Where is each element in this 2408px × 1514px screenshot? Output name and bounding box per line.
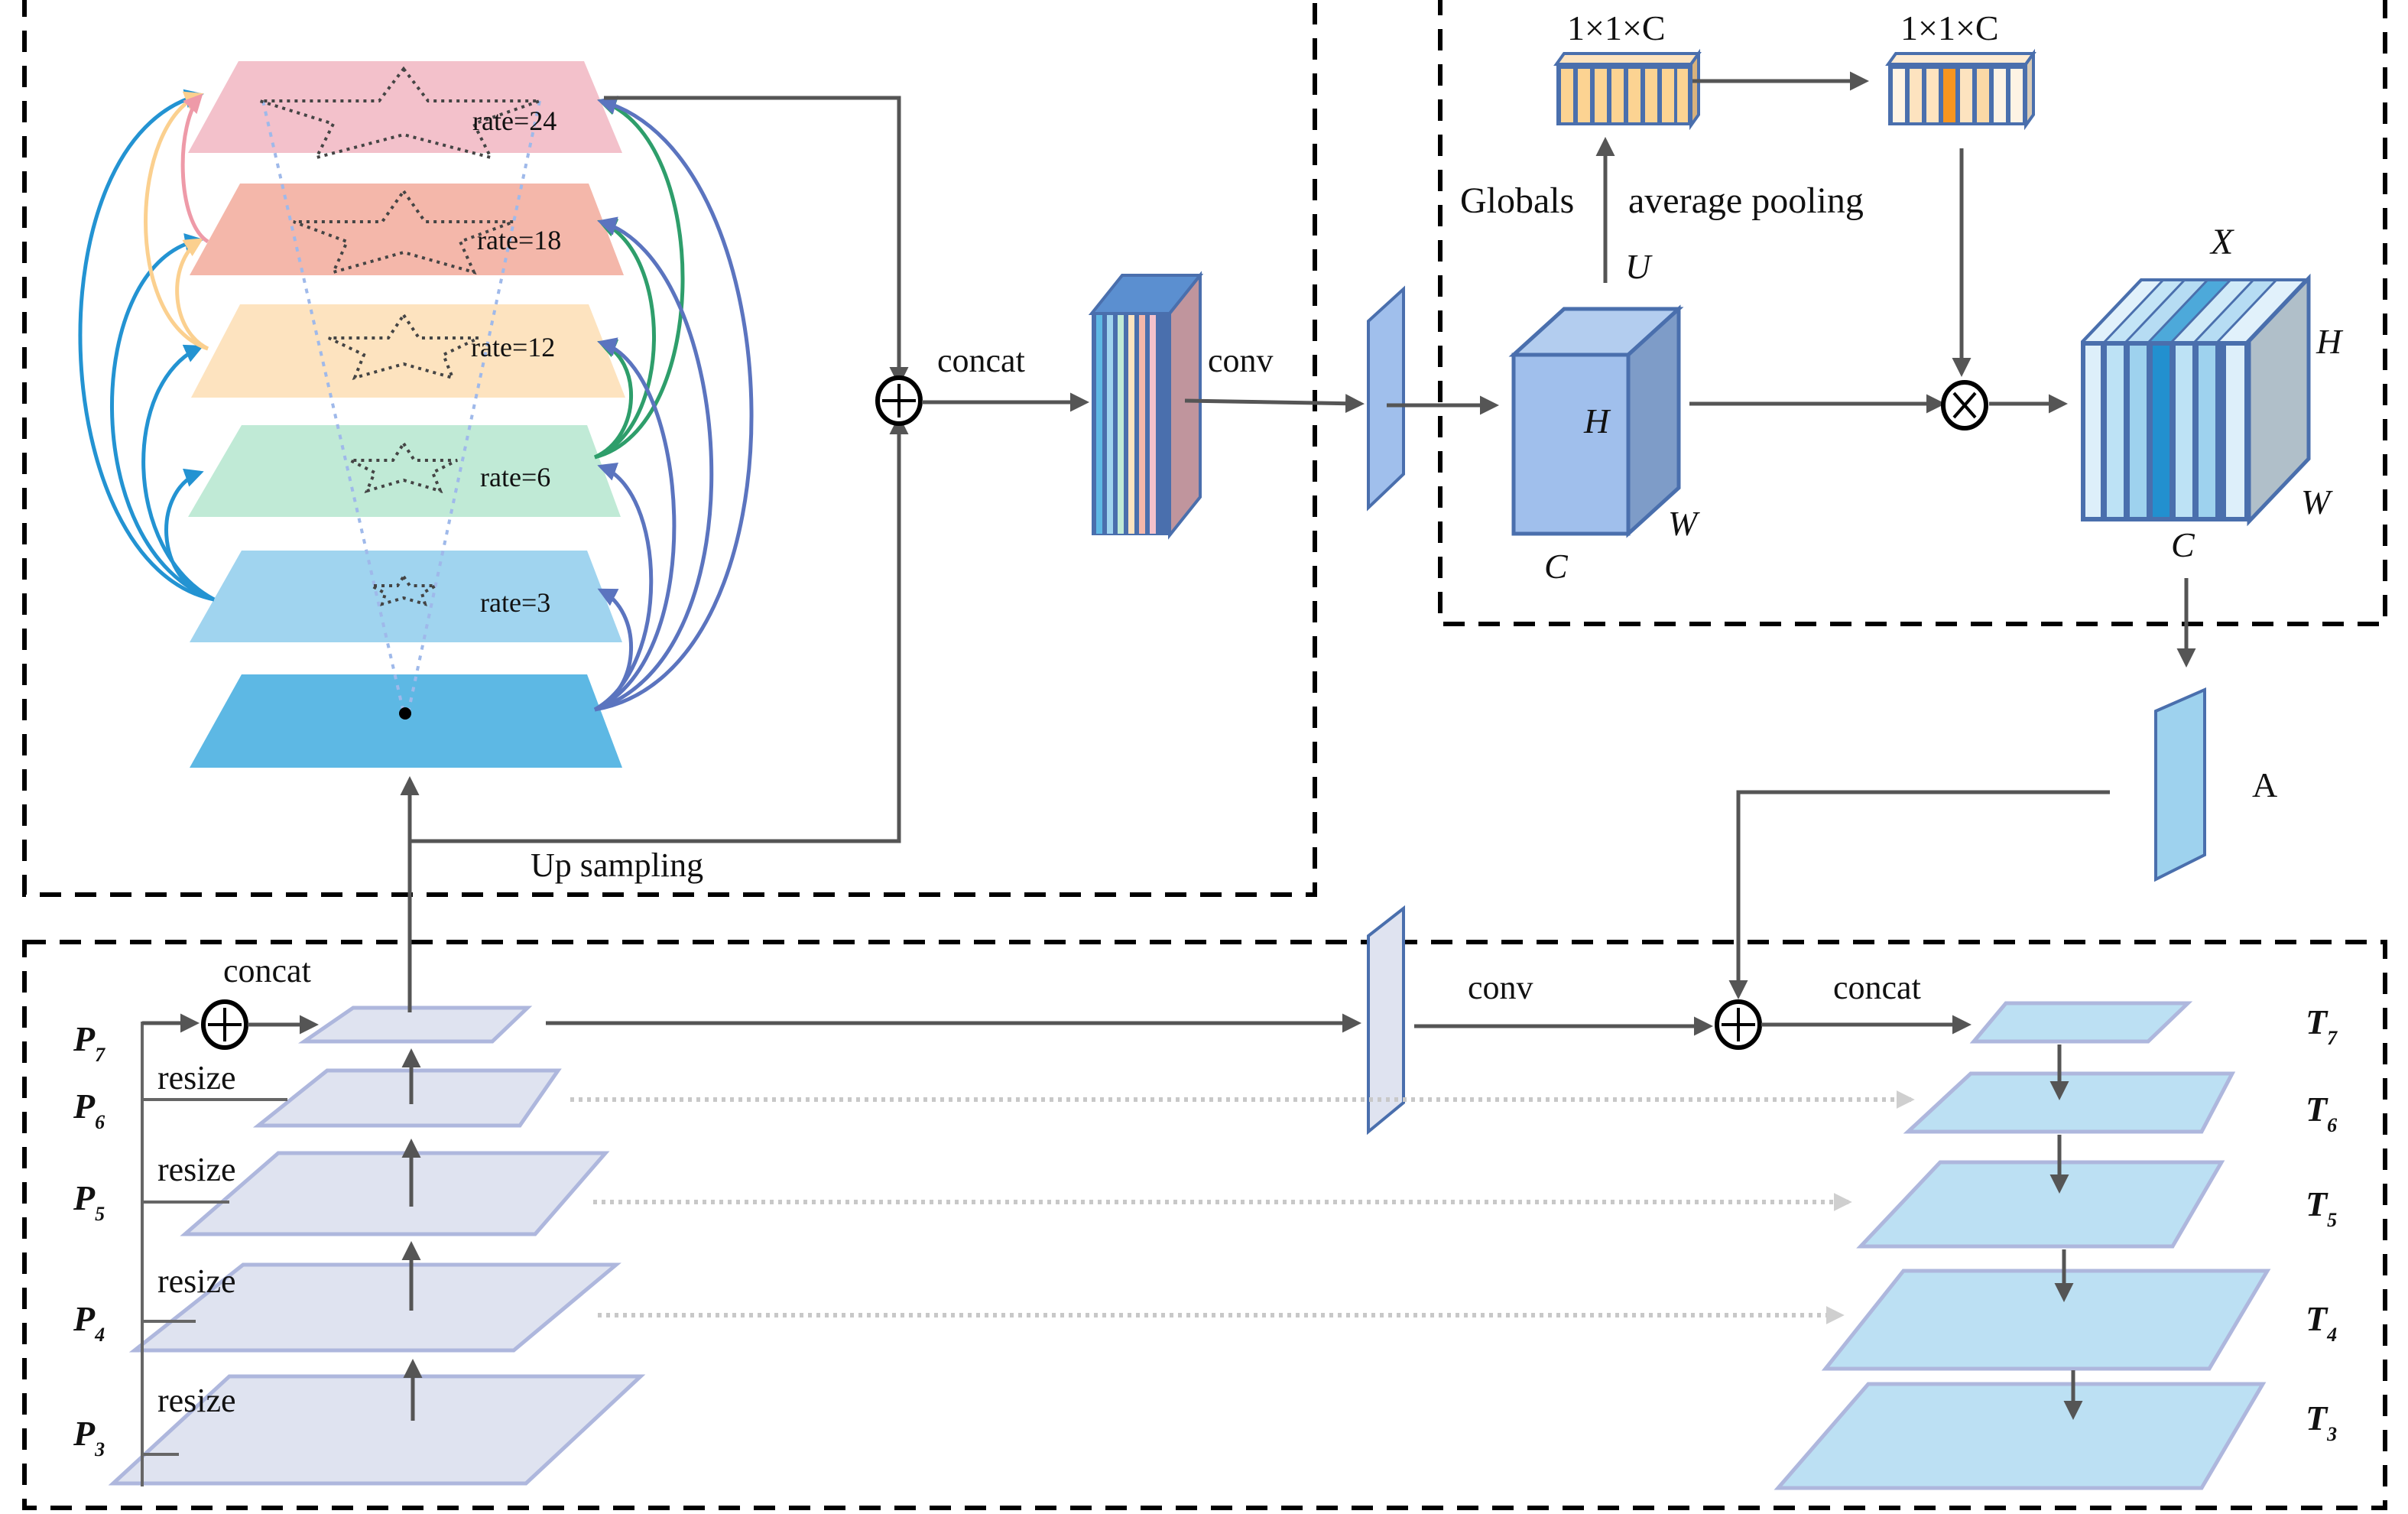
feature-cube-u xyxy=(1508,304,1684,538)
vector-2-label: 1×1×C xyxy=(1900,8,1999,47)
star-rate-6 xyxy=(349,440,458,494)
fusion-concat-operator-left xyxy=(201,999,248,1050)
aspp-top-to-concat-line xyxy=(604,96,909,386)
star-rate-24 xyxy=(259,66,540,161)
channel-vector-weighted xyxy=(1885,48,2036,131)
input-label-p4: P4 xyxy=(73,1299,105,1346)
arc-left-12-to-24 xyxy=(144,91,209,351)
output-labels: T7 T6 T5 T4 T3 xyxy=(2306,1002,2338,1445)
input-label-p7: P7 xyxy=(73,1019,105,1066)
a-to-fusion-concat-line xyxy=(1728,790,2110,999)
input-plane-p6 xyxy=(252,1068,562,1128)
star-rate-18 xyxy=(293,188,514,275)
input-plane-p3 xyxy=(108,1374,646,1486)
fusion-concat-label-right: concat xyxy=(1833,969,1921,1006)
vector-1-label: 1×1×C xyxy=(1567,8,1666,47)
input-plane-p7 xyxy=(297,1006,533,1044)
aspp-layer-rate-18 xyxy=(190,184,624,275)
input-label-p3: P3 xyxy=(73,1414,105,1460)
stack-to-conv-plane-line xyxy=(1184,394,1365,414)
aspp-layer-rate-3 xyxy=(190,551,622,642)
arc-left-12-to-18 xyxy=(175,238,209,351)
fusion-concat-label-left: concat xyxy=(223,952,311,989)
resize-label-4: resize xyxy=(157,1382,236,1419)
pooling-label-left: Globals xyxy=(1460,180,1574,221)
rate-label-6: rate=6 xyxy=(480,462,550,492)
cube-u-c-label: C xyxy=(1544,547,1569,586)
rate-label-24: rate=24 xyxy=(472,106,557,136)
output-plane-t7 xyxy=(1969,1001,2193,1044)
output-plane-t4 xyxy=(1821,1269,2271,1371)
arc-right-base-to-24 xyxy=(594,96,754,712)
output-plane-t6 xyxy=(1903,1071,2236,1134)
output-label-t4: T4 xyxy=(2306,1299,2337,1346)
arc-left-18-to-24 xyxy=(180,93,209,244)
input-feature-pyramid xyxy=(108,1006,646,1486)
cube-u-w-label: W xyxy=(1668,504,1700,543)
fusion-module-box xyxy=(22,940,2387,1510)
aspp-concat-label: concat xyxy=(937,342,1025,379)
fusion-conv-label: conv xyxy=(1468,969,1533,1006)
output-label-t5: T5 xyxy=(2306,1184,2337,1231)
a-label: A xyxy=(2252,765,2277,804)
pooling-label-right: average pooling xyxy=(1628,180,1864,221)
arc-left-3-to-18 xyxy=(110,233,215,602)
star-rate-3 xyxy=(365,573,442,606)
cube-u-h-label: H xyxy=(1583,401,1611,440)
arc-left-3-to-12 xyxy=(141,344,216,602)
aspp-base-feature-map xyxy=(190,674,622,768)
arc-right-6-to-24 xyxy=(594,96,685,460)
output-label-t7: T7 xyxy=(2306,1002,2338,1049)
output-x-label: X⃗ xyxy=(2209,222,2262,262)
u-label: U xyxy=(1625,247,1653,286)
output-cube-h-label: H xyxy=(2316,322,2344,361)
multiply-operator xyxy=(1941,380,1988,430)
rate-label-18: rate=18 xyxy=(477,225,561,255)
attention-module-box xyxy=(1438,0,2387,626)
output-cube-c-label: C xyxy=(2171,525,2195,564)
arc-right-6-to-18 xyxy=(594,219,656,460)
channel-vector-pooled xyxy=(1553,48,1702,131)
aspp-layer-rate-12 xyxy=(191,304,625,398)
input-label-p6: P6 xyxy=(73,1087,105,1133)
center-pixel-dot xyxy=(399,707,411,720)
input-plane-p5 xyxy=(180,1151,610,1236)
fusion-concat-operator-right xyxy=(1715,999,1762,1050)
upsampling-to-concat-line xyxy=(410,415,909,843)
aspp-layer-rate-24 xyxy=(188,61,622,153)
attention-output-plane-a xyxy=(2154,687,2206,882)
receptive-field-cone-right xyxy=(407,100,541,713)
aspp-layer-rate-6 xyxy=(188,425,621,517)
output-plane-t3 xyxy=(1774,1382,2267,1490)
arc-right-base-to-18 xyxy=(594,216,714,712)
fusion-conv-plane xyxy=(1367,905,1405,1136)
output-label-t3: T3 xyxy=(2306,1399,2337,1445)
arc-right-base-to-3 xyxy=(593,588,633,712)
aspp-module-box xyxy=(22,0,1317,897)
arc-right-base-to-12 xyxy=(593,337,677,712)
resize-label-2: resize xyxy=(157,1151,236,1188)
resize-label-3: resize xyxy=(157,1262,236,1300)
star-rate-12 xyxy=(328,312,479,381)
output-feature-pyramid xyxy=(1774,1001,2271,1490)
receptive-field-cone-left xyxy=(261,100,405,713)
concatenated-feature-stack xyxy=(1088,271,1204,540)
rate-label-3: rate=3 xyxy=(480,587,550,618)
output-cube-w-label: W xyxy=(2301,482,2333,521)
resize-label-1: resize xyxy=(157,1059,236,1097)
aspp-conv-label: conv xyxy=(1208,342,1274,379)
input-labels: P7 P6 P5 P4 P3 xyxy=(73,1019,105,1460)
arc-left-3-to-6 xyxy=(164,468,215,602)
aspp-pyramid: rate=24 rate=18 rate=12 rate=6 rate=3 xyxy=(78,61,754,768)
upsampling-label: Up sampling xyxy=(531,846,703,884)
aspp-concat-operator xyxy=(875,375,923,426)
rate-label-12: rate=12 xyxy=(471,332,555,362)
conv-output-plane xyxy=(1367,285,1405,512)
reweighted-feature-cube-x xyxy=(2081,273,2311,527)
arc-left-3-to-24 xyxy=(78,89,215,602)
output-label-t6: T6 xyxy=(2306,1090,2337,1136)
input-label-p5: P5 xyxy=(73,1178,105,1225)
output-plane-t5 xyxy=(1856,1160,2225,1249)
